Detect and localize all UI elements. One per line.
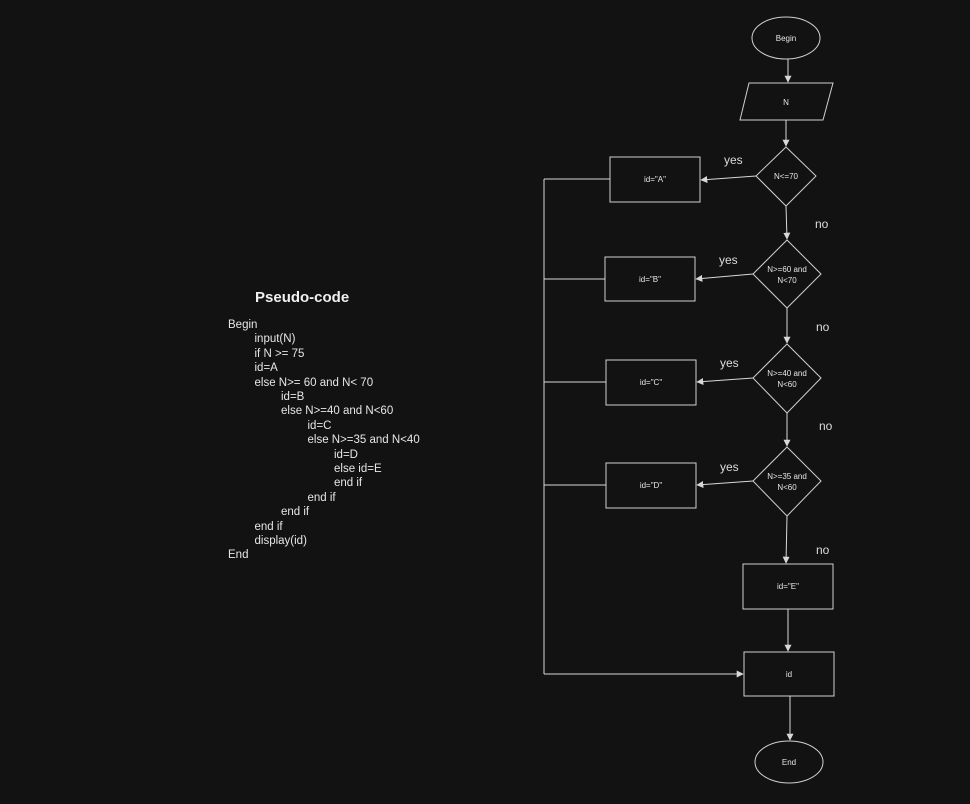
pseudocode-line: input(N) xyxy=(254,333,296,346)
begin-label: Begin xyxy=(776,34,796,43)
yes-label-1: yes xyxy=(724,153,743,167)
pseudocode-line: end if xyxy=(281,506,310,519)
pseudocode-line: else id=E xyxy=(334,463,382,475)
process-a-label: id="A" xyxy=(644,175,666,184)
pseudocode-title: Pseudo-code xyxy=(255,289,350,306)
end-terminal: End xyxy=(754,740,824,784)
pseudocode-line: id=C xyxy=(307,419,332,432)
process-a: id="A" xyxy=(609,156,701,203)
edge-decision-4-process-e xyxy=(782,515,790,564)
decision-4: N>=35 and N<60 xyxy=(752,446,822,517)
no-label-2: no xyxy=(816,320,830,334)
no-label-3: no xyxy=(819,419,833,433)
pseudocode-line: if N >= 75 xyxy=(254,347,305,360)
pseudocode-line: end if xyxy=(254,520,283,533)
begin-terminal: Begin xyxy=(751,16,821,60)
pseudocode-line: id=A xyxy=(254,362,278,375)
yes-label-3: yes xyxy=(720,356,739,370)
process-b-label: id="B" xyxy=(639,275,661,284)
decision-1: N<=70 xyxy=(755,146,817,207)
edge-decision-2-process-b xyxy=(695,273,754,282)
decision-2-label-line-2: N<70 xyxy=(777,276,797,285)
no-label-4: no xyxy=(816,543,830,557)
decision-2-label-line-1: N>=60 and xyxy=(767,265,807,274)
edge-decision-4-process-d xyxy=(696,480,754,489)
input-label: N xyxy=(783,98,789,107)
decision-3-label-line-1: N>=40 and xyxy=(767,369,807,378)
pseudocode-line: else N>= 60 and N< 70 xyxy=(254,376,374,389)
decision-3: N>=40 and N<60 xyxy=(752,343,822,414)
pseudocode-line: End xyxy=(228,549,249,562)
process-b: id="B" xyxy=(604,256,696,302)
output-process: id xyxy=(743,651,835,697)
end-label: End xyxy=(782,758,796,767)
process-e: id="E" xyxy=(742,563,834,610)
no-label-1: no xyxy=(815,217,829,231)
pseudocode-line: end if xyxy=(307,491,336,504)
output-label: id xyxy=(786,670,792,679)
pseudocode-line: id=B xyxy=(281,391,305,403)
edge-decision-3-process-c xyxy=(696,377,754,386)
decision-3-label-line-2: N<60 xyxy=(777,380,797,389)
pseudocode-line: Begin xyxy=(228,319,258,331)
pseudocode-line: else N>=35 and N<40 xyxy=(307,434,420,447)
yes-label-2: yes xyxy=(719,253,738,267)
decision-1-label-line-1: N<=70 xyxy=(774,172,799,181)
process-e-label: id="E" xyxy=(777,582,799,591)
pseudocode-line: display(id) xyxy=(254,535,307,547)
decision-2: N>=60 and N<70 xyxy=(752,239,822,309)
pseudocode-line: end if xyxy=(334,477,363,490)
input-parallelogram: N xyxy=(739,82,834,121)
edge-decision-1-decision-2 xyxy=(783,205,791,240)
process-c-label: id="C" xyxy=(640,378,663,387)
process-d-label: id="D" xyxy=(640,481,663,490)
process-c: id="C" xyxy=(605,359,697,406)
pseudocode-line: id=D xyxy=(334,448,358,461)
edge-decision-1-process-a xyxy=(700,175,757,184)
yes-label-4: yes xyxy=(720,460,739,474)
decision-4-label-line-2: N<60 xyxy=(777,483,797,492)
pseudocode-line: else N>=40 and N<60 xyxy=(281,405,394,418)
process-d: id="D" xyxy=(605,462,697,509)
decision-4-label-line-1: N>=35 and xyxy=(767,472,807,481)
